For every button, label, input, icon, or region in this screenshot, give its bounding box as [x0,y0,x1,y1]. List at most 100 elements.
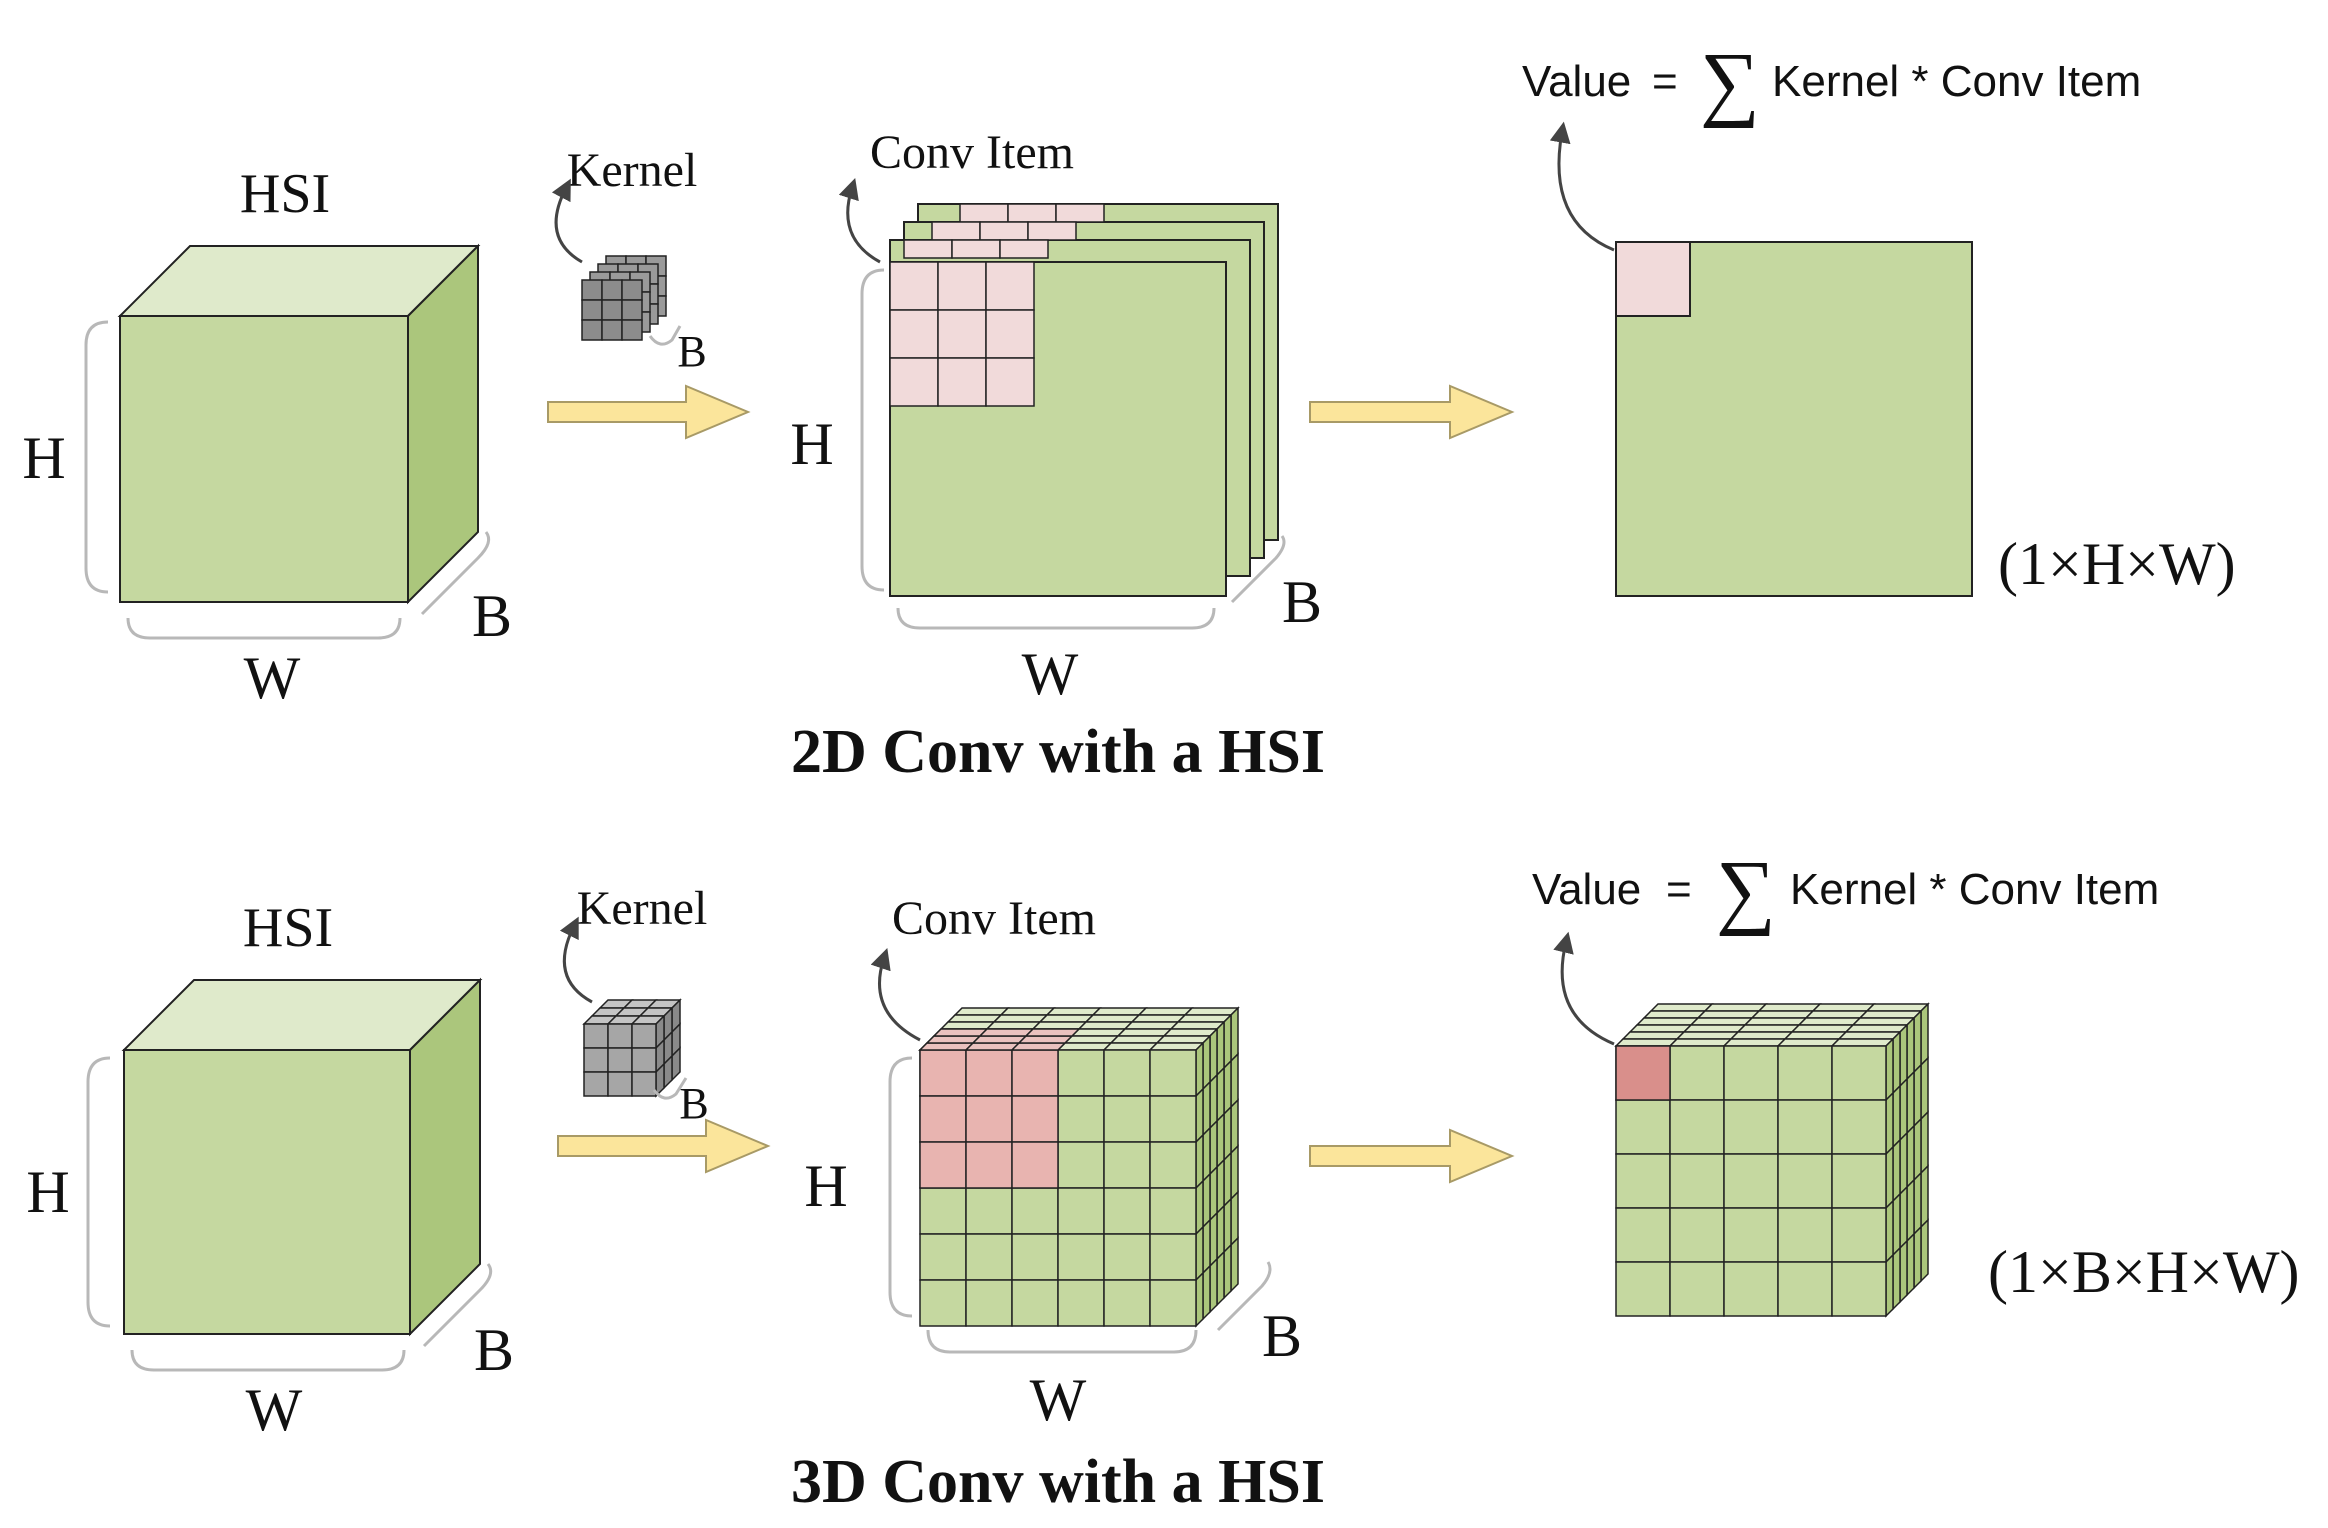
top-arrow-1 [547,384,751,440]
voxel-side-face [1892,1192,1901,1257]
bottom-conv-item-label: Conv Item [892,892,1096,945]
conv-item-voxel [919,1141,967,1189]
voxel-side-face [1885,1145,1894,1210]
conv-item-voxel [919,1095,967,1143]
conv-item-voxel [965,1095,1013,1143]
voxel-side-face [1892,1246,1901,1311]
conv-item-voxel [1011,1049,1059,1097]
voxel-front-face [1149,1141,1197,1189]
top-kernel-b-bracket [648,325,682,346]
voxel-front-face [1149,1187,1197,1235]
conv-item-strip-cell [959,203,1009,223]
kernel-cell [621,279,643,301]
cube-front-face [123,1049,411,1335]
voxel-front-face [631,1023,657,1049]
voxel-front-face [1831,1207,1887,1263]
voxel-front-face [1669,1153,1725,1209]
voxel-side-face [1913,1009,1922,1074]
cube-front-face [119,315,409,603]
voxel-front-face [1103,1095,1151,1143]
voxel-top-face [1614,1038,1679,1047]
top-conv-item-grid [889,261,1035,407]
voxel-top-face [1783,1031,1848,1040]
top-output-value-cell [1615,241,1691,317]
voxel-top-face [992,1014,1049,1023]
conv-item-cell [889,309,939,359]
top-conv-curve-arrow [838,177,881,264]
voxel-side-face [1885,1253,1894,1318]
voxel-top-face [985,1021,1042,1030]
bottom-formula-rest: Kernel * Conv Item [1790,865,2159,914]
voxel-top-face [1736,1024,1801,1033]
voxel-front-face [583,1047,609,1073]
top-plane-stack [889,203,1279,597]
bottom-kernel [582,998,682,1098]
voxel-side-face [1223,1151,1232,1208]
conv-item-voxel [965,1141,1013,1189]
voxel-top-face [1642,1010,1707,1019]
voxel-front-face [1103,1279,1151,1327]
voxel-side-face [1913,1225,1922,1290]
voxel-top-face [1155,1035,1212,1044]
voxel-front-face [965,1233,1013,1281]
voxel-front-face [1149,1233,1197,1281]
voxel-side-face [1906,1070,1915,1135]
voxel-side-face [1223,1105,1232,1162]
top-conv-item-label: Conv Item [870,126,1074,179]
voxel-side-face [1885,1037,1894,1102]
conv-item-top-voxel [964,1042,1021,1051]
voxel-side-face [1209,1257,1218,1314]
conv-item-cell [889,357,939,407]
voxel-top-face [1070,1028,1127,1037]
voxel-side-face [1920,1218,1929,1283]
conv-item-cell [937,357,987,407]
bottom-w-bracket [130,1349,406,1372]
voxel-side-face [1920,1056,1929,1121]
voxel-top-face [1169,1021,1226,1030]
voxel-side-face [1892,1138,1901,1203]
voxel-front-face [1669,1261,1725,1317]
voxel-side-face [1223,1243,1232,1300]
bottom-arrow-1 [557,1118,771,1174]
voxel-side-face [1899,1185,1908,1250]
bottom-kernel-label: Kernel [577,882,708,935]
voxel-front-face [1149,1049,1197,1097]
voxel-front-face [1057,1187,1105,1235]
voxel-top-face [1137,1007,1194,1016]
voxel-top-face [1109,1035,1166,1044]
voxel-top-face [1038,1014,1095,1023]
voxel-top-face [1858,1010,1923,1019]
voxel-front-face [1615,1261,1671,1317]
conv-item-top-voxel [971,1035,1028,1044]
top-section: HSI H W B Kernel B Conv Item H W [22,36,2235,786]
voxel-front-face [607,1023,633,1049]
kernel-cell [581,299,603,321]
bottom-h-label: H [26,1159,69,1225]
voxel-side-face [1202,1080,1211,1137]
voxel-top-face [1621,1031,1686,1040]
top-conv-item-strips [903,203,1105,259]
voxel-side-face [1202,1264,1211,1321]
voxel-top-face [1183,1007,1240,1016]
bottom-hsi-label: HSI [243,897,333,959]
voxel-top-face [1797,1017,1862,1026]
voxel-top-face [1077,1021,1134,1030]
voxel-front-face [1103,1141,1151,1189]
voxel-top-face [1750,1010,1815,1019]
conv-item-strip-cell [931,221,981,241]
voxel-side-face [1230,1190,1239,1247]
bottom-b-bracket [422,1263,493,1348]
conv-item-top-voxel [1017,1035,1074,1044]
voxel-side-face [1230,1236,1239,1293]
conv-item-top-voxel [1010,1042,1067,1051]
voxel-side-face [1885,1091,1894,1156]
voxel-side-face [1920,1002,1929,1067]
top-h-label: H [22,425,65,491]
voxel-front-face [1103,1049,1151,1097]
voxel-side-face [1195,1179,1204,1236]
voxel-side-face [1216,1112,1225,1169]
top-w-label: W [244,645,301,711]
voxel-side-face [1195,1271,1204,1328]
voxel-side-face [1892,1030,1901,1095]
voxel-side-face [1906,1232,1915,1297]
